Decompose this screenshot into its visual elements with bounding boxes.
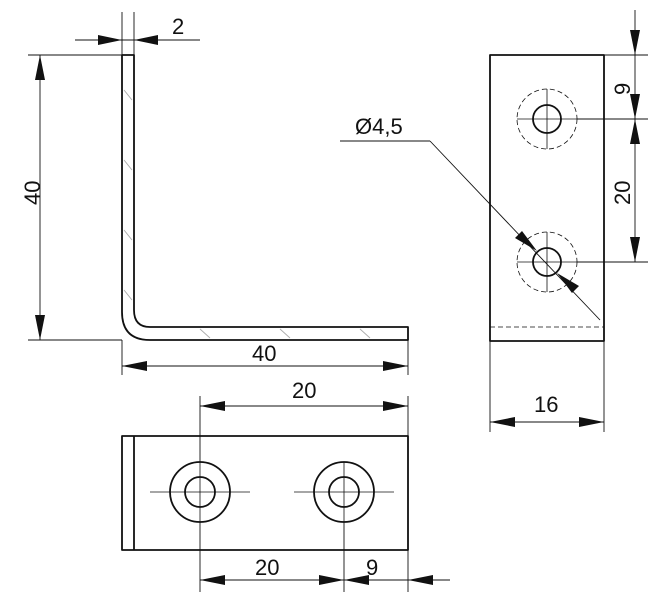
arrow-bottom-spacing-right [319, 575, 344, 585]
dim-edge-label: 9 [610, 83, 635, 95]
arrow-edge-distance-left [344, 575, 369, 585]
arrow-width-right [579, 417, 604, 427]
side-view: 2 40 40 [20, 12, 409, 375]
arrow-thickness-right [134, 35, 158, 45]
arrow-height-top [35, 55, 45, 80]
arrow-edge-bottom [630, 94, 640, 119]
arrow-diameter-inner [557, 273, 579, 293]
bottom-view: 20 20 9 [121, 378, 450, 592]
arrow-width-left [490, 417, 515, 427]
dim-top-spacing-label: 20 [292, 378, 316, 403]
profile-texture [123, 89, 371, 339]
dim-thickness-label: 2 [172, 14, 184, 39]
arrow-diameter-outer [515, 231, 537, 251]
dim-diameter-label: Ø4,5 [355, 114, 403, 139]
arrow-height-bottom [35, 315, 45, 340]
arrow-edge-top [630, 30, 640, 55]
arrow-top-spacing-right [383, 401, 408, 411]
l-profile-outline [121, 54, 409, 341]
arrow-length-right [383, 361, 408, 371]
base-outline [121, 435, 409, 551]
right-view: Ø4,5 9 20 16 [340, 10, 648, 432]
arrow-thickness-left [98, 35, 122, 45]
arrow-spacing-top [630, 119, 640, 144]
arrow-spacing-bottom [630, 237, 640, 262]
dim-spacing-label: 20 [610, 181, 635, 205]
dim-edge-distance-label: 9 [366, 555, 378, 580]
dim-bottom-spacing-label: 20 [255, 555, 279, 580]
arrow-top-spacing-left [200, 401, 225, 411]
arrow-length-left [122, 361, 147, 371]
arrow-bottom-spacing-left [200, 575, 225, 585]
dim-width-label: 16 [534, 392, 558, 417]
diameter-leader-diagonal [429, 140, 601, 321]
arrow-edge-distance-right [408, 575, 433, 585]
dim-height-label: 40 [20, 181, 45, 205]
flange-outline [489, 54, 605, 342]
dim-length-label: 40 [252, 341, 276, 366]
